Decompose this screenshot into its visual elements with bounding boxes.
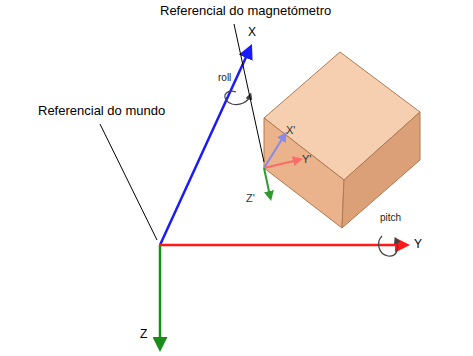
axis-label: X bbox=[248, 26, 256, 40]
box-front bbox=[264, 118, 344, 228]
axis-label: Y bbox=[414, 238, 422, 252]
rotation-label: pitch bbox=[380, 212, 401, 224]
axis-label: Z' bbox=[246, 192, 255, 205]
leader-line bbox=[100, 124, 157, 240]
box-side bbox=[342, 112, 420, 228]
z-axis bbox=[159, 245, 162, 340]
axis-label: Y' bbox=[302, 153, 311, 166]
x-axis bbox=[160, 55, 247, 245]
z-prime-axis bbox=[264, 168, 270, 196]
pitch-arrow bbox=[379, 236, 398, 256]
frame-label: Referencial do mundo bbox=[38, 104, 165, 119]
sensor-box bbox=[264, 52, 420, 228]
y-axis bbox=[160, 244, 398, 247]
frame-label: Referencial do magnetómetro bbox=[160, 4, 331, 19]
rotation-label: roll bbox=[218, 72, 231, 84]
axis-label: Z bbox=[140, 328, 147, 342]
y-prime-axis bbox=[264, 160, 298, 168]
leader-line bbox=[234, 24, 264, 162]
axis-label: X' bbox=[286, 124, 295, 137]
roll-arrow bbox=[225, 91, 250, 104]
